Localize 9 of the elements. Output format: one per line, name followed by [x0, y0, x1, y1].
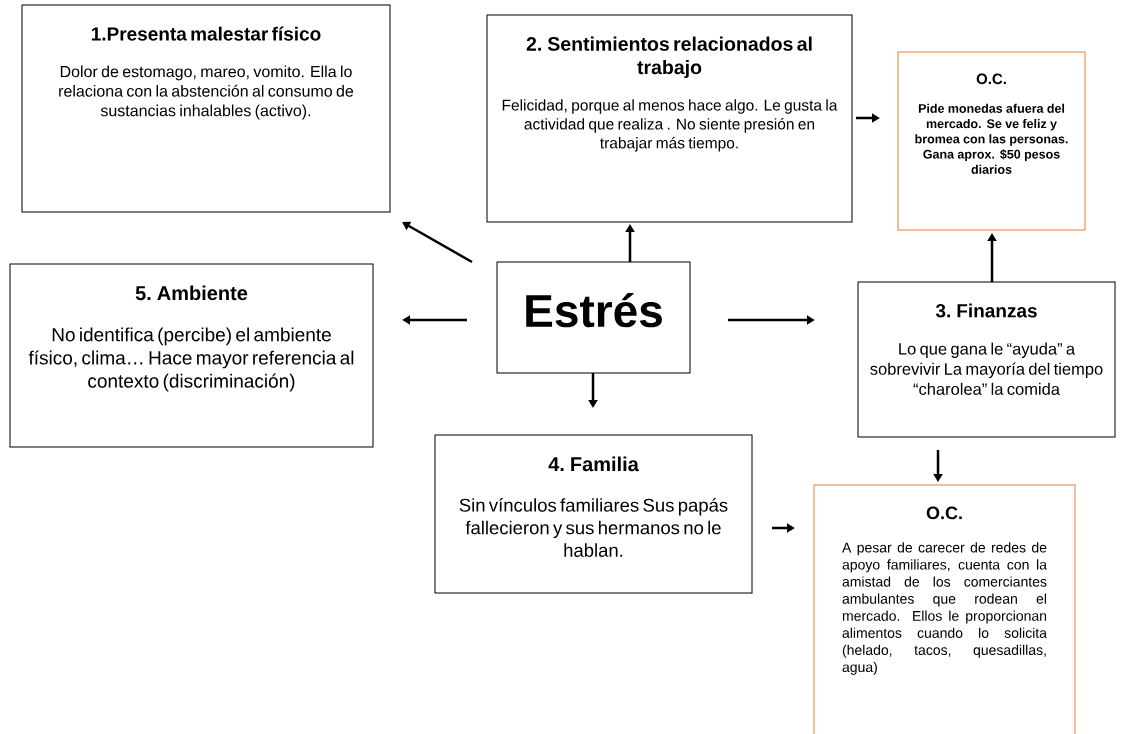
arrow	[402, 221, 473, 264]
text-box: 5. Ambiente No identifica (percibe) el ambiente físico, clima… Hace mayor referencia al contexto (discriminación)	[9, 263, 374, 448]
text-box: 3. Finanzas Lo que gana le “ayuda” a sobrevivir La mayoría del tiempo “charolea” la comida	[857, 281, 1116, 438]
text-box: O.C. Pide monedas afuera del mercado. Se ve feliz y bromea con las personas. Gana aprox. $50 pesos diarios	[897, 51, 1086, 231]
text-box: 1.Presenta malestar físico Dolor de estomago, mareo, vomito. Ella lo relaciona con la abstención al consumo de sustancias inhalables (activo).	[21, 4, 391, 213]
text-box: Estrés	[496, 261, 691, 374]
text-box: 2. Sentimientos relacionados al trabajo Felicidad, porque al menos hace algo. Le gusta la actividad que realiza . No siente presión en trabajar más tiempo.	[486, 14, 853, 223]
text-box: O.C. A pesar de carecer de redes de apoyo familiares, cuenta con la amistad de los comerciantes ambulantes que rodean el mercado. Ellos le proporcionan alimentos cuando lo solicita (helado, tacos, quesadillas, agua)	[813, 484, 1076, 734]
text-box: 4. Familia Sin vínculos familiares Sus papás fallecieron y sus hermanos no le hablan.	[434, 434, 753, 594]
